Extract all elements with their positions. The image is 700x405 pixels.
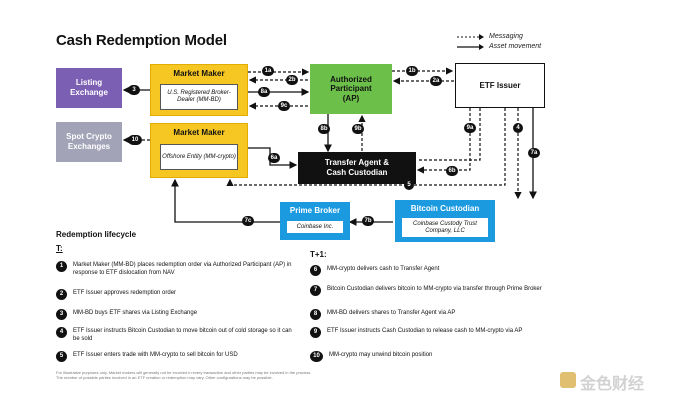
legend-lines [457,34,484,50]
prime-broker-title: Prime Broker [289,206,341,215]
authorized-participant-box: Authorized Participant (AP) [310,64,392,114]
etf-issuer-box: ETF Issuer [455,63,545,108]
market-maker-crypto-sub: Offshore Entity (MM-crypto) [160,144,238,170]
t-heading: T: [56,244,63,253]
market-maker-bd-title: Market Maker [173,69,225,78]
legend-messaging: Messaging [489,33,523,40]
redemption-heading: Redemption lifecycle [56,230,137,239]
step-9-num: 9 [310,327,321,338]
step-4-text: ETF Issuer instructs Bitcoin Custodian t… [73,328,292,342]
step-10-num: 10 [310,351,323,362]
badge-9c: 9c [278,101,290,111]
badge-8a: 8a [258,87,270,97]
market-maker-bd-box: Market Maker U.S. Registered Broker-Deal… [150,64,248,116]
market-maker-crypto-title: Market Maker [173,128,225,137]
t1-heading: T+1: [310,250,327,259]
watermark-text: 金色财经 [580,376,645,393]
badge-6b: 6b [446,166,458,176]
market-maker-crypto-box: Market Maker Offshore Entity (MM-crypto) [150,123,248,178]
transfer-agent-box: Transfer Agent & Cash Custodian [298,152,416,184]
step-1-text: Market Maker (MM-BD) places redemption o… [73,262,292,276]
watermark-logo [560,372,576,388]
badge-7b: 7b [362,216,374,226]
spot-crypto-exchanges-label: Spot Crypto Exchanges [66,132,112,151]
step-5-text: ETF Issuer enters trade with MM-crypto t… [73,352,238,358]
step-7-num: 7 [310,285,321,296]
badge-1b: 1b [406,66,418,76]
step-5-num: 5 [56,351,67,362]
badge-7a: 7a [528,148,540,158]
badge-5: 5 [404,180,414,190]
step-3-num: 3 [56,309,67,320]
prime-broker-box: Prime Broker Coinbase Inc. [280,202,350,240]
badge-6a: 6a [268,153,280,163]
transfer-agent-line2: Cash Custodian [326,168,388,177]
bitcoin-custodian-sub: Coinbase Custody Trust Company, LLC [401,217,489,238]
step-4: 4 ETF Issuer instructs Bitcoin Custodian … [56,327,292,344]
page-title: Cash Redemption Model [56,32,227,49]
step-6-num: 6 [310,265,321,276]
ap-line1: Authorized [330,75,372,85]
footnote-line2: The number of possible parties involved … [56,375,273,381]
bitcoin-custodian-title: Bitcoin Custodian [410,204,480,213]
step-4-num: 4 [56,327,67,338]
step-5: 5 ETF Issuer enters trade with MM-crypto … [56,351,292,362]
step-3-text: MM-BD buys ETF shares via Listing Exchan… [73,310,198,316]
listing-exchange-label: Listing Exchange [70,78,108,97]
step-8-text: MM-BD delivers shares to Transfer Agent … [327,310,456,316]
badge-1a: 1a [262,66,274,76]
market-maker-bd-sub: U.S. Registered Broker-Dealer (MM-BD) [160,84,238,110]
prime-broker-sub: Coinbase Inc. [286,220,344,234]
listing-exchange-box: Listing Exchange [56,68,122,108]
badge-2b: 2b [286,75,298,85]
step-9-text: ETF Issuer instructs Cash Custodian to r… [327,328,523,334]
footnote-line1: For illustrative purposes only. Market m… [56,370,312,375]
step-6-text: MM-crypto delivers cash to Transfer Agen… [327,266,440,272]
spot-crypto-exchanges-box: Spot Crypto Exchanges [56,122,122,162]
step-7: 7 Bitcoin Custodian delivers bitcoin to M… [310,285,546,296]
badge-9a: 9a [464,123,476,133]
step-2: 2 ETF Issuer approves redemption order [56,289,292,300]
step-6: 6 MM-crypto delivers cash to Transfer Age… [310,265,546,276]
step-1-num: 1 [56,261,67,272]
badge-7c: 7c [242,216,254,226]
bitcoin-custodian-box: Bitcoin Custodian Coinbase Custody Trust… [395,200,495,242]
step-2-num: 2 [56,289,67,300]
step-7-text: Bitcoin Custodian delivers bitcoin to MM… [327,286,542,292]
step-8-num: 8 [310,309,321,320]
badge-8b: 8b [318,124,330,134]
badge-2a: 2a [430,76,442,86]
step-8: 8 MM-BD delivers shares to Transfer Agent… [310,309,546,320]
step-3: 3 MM-BD buys ETF shares via Listing Excha… [56,309,292,320]
step-10-text: MM-crypto may unwind bitcoin position [329,352,433,358]
step-10: 10 MM-crypto may unwind bitcoin position [310,351,546,362]
legend-asset-movement: Asset movement [489,43,542,50]
step-2-text: ETF Issuer approves redemption order [73,290,177,296]
step-1: 1 Market Maker (MM-BD) places redemption … [56,261,292,278]
badge-4: 4 [513,123,523,133]
badge-10: 10 [128,135,142,145]
step-9: 9 ETF Issuer instructs Cash Custodian to … [310,327,546,338]
badge-9b: 9b [352,124,364,134]
etf-issuer-label: ETF Issuer [479,81,521,90]
badge-3: 3 [128,85,140,95]
transfer-agent-line1: Transfer Agent & [324,158,390,168]
ap-line2: Participant [330,84,372,94]
ap-line3: (AP) [342,93,360,103]
footnote: For illustrative purposes only. Market m… [56,370,536,380]
